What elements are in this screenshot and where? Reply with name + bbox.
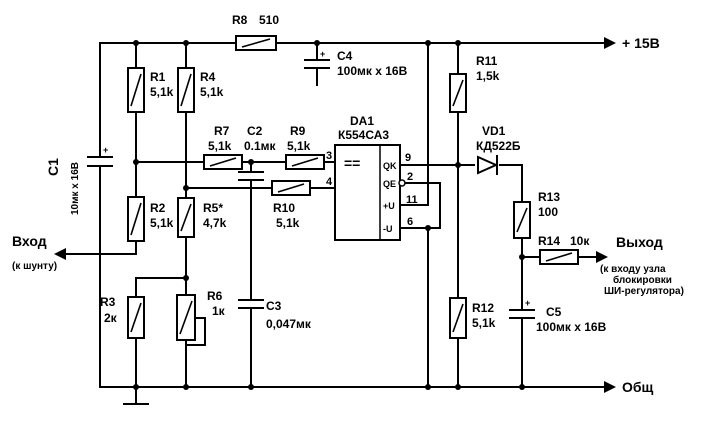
vd1-value: КД522Б: [476, 139, 521, 153]
resistor-r6: [176, 294, 196, 341]
junction-dots: [133, 40, 525, 390]
capacitor-c1: [87, 156, 113, 167]
da1-symbol: ==: [344, 155, 360, 171]
resistor-r14: [539, 249, 579, 265]
da1-pin-label-minus-u: -U: [383, 224, 393, 234]
input-label: Вход: [12, 233, 47, 249]
r1-value: 5,1k: [150, 85, 174, 99]
r5-value: 4,7k: [203, 216, 227, 230]
c3-value: 0,047мк: [266, 317, 312, 331]
c5-polarity-mark: +: [525, 298, 530, 308]
diode-vd1: [477, 155, 499, 175]
r2-name: R2: [150, 201, 166, 215]
da1-pin-label-qe: QE: [383, 179, 396, 189]
capacitor-c5: [509, 309, 535, 319]
output-note-line-2: блокировки: [613, 274, 672, 286]
input-note: (к шунту): [12, 261, 57, 272]
r10-name: R10: [273, 201, 295, 215]
terminal-arrows: [54, 37, 616, 393]
resistor-r5: [177, 197, 195, 238]
da1-pin-label-plus-u: +U: [383, 201, 395, 211]
c2-name: C2: [247, 124, 263, 138]
r8-value: 510: [259, 13, 279, 27]
c1-polarity-mark: +: [103, 145, 108, 155]
capacitor-c2: [238, 171, 264, 181]
r5-name: R5*: [203, 201, 223, 215]
resistor-r4: [177, 67, 195, 113]
r6-value: 1к: [212, 304, 226, 318]
r12-name: R12: [472, 301, 494, 315]
da1-value: К554СА3: [338, 128, 389, 142]
da1-pin-4: 4: [326, 176, 333, 188]
resistor-r7: [203, 154, 243, 170]
r14-value: 10к: [570, 234, 590, 248]
r3-value: 2к: [104, 311, 118, 325]
resistor-r2: [127, 196, 145, 242]
resistor-r10: [271, 180, 311, 196]
c4-value: 100мк х 16В: [337, 64, 408, 78]
supply-label: + 15В: [622, 35, 660, 51]
output-arrow-icon: [596, 251, 608, 263]
resistor-r11: [449, 73, 467, 113]
r9-name: R9: [290, 124, 306, 138]
c1-name: C1: [45, 158, 61, 176]
da1-pin-11: 11: [406, 194, 418, 206]
r9-value: 5,1k: [287, 139, 311, 153]
c4-name: C4: [337, 49, 353, 63]
vd1-name: VD1: [482, 124, 506, 138]
resistor-r13: [513, 201, 531, 239]
r10-value: 5,1k: [276, 216, 300, 230]
resistor-r3: [127, 296, 145, 339]
r2-value: 5,1k: [150, 216, 174, 230]
da1-pin-label-qk: QK: [383, 161, 397, 171]
r12-value: 5,1k: [472, 316, 496, 330]
r7-value: 5,1k: [208, 139, 232, 153]
c5-name: C5: [546, 305, 562, 319]
comparator-da1: [334, 144, 406, 241]
r3-name: R3: [100, 295, 116, 309]
c2-value: 0.1мк: [244, 139, 277, 153]
da1-pin-6: 6: [407, 216, 413, 228]
resistor-r8: [235, 35, 277, 51]
da1-pin-3: 3: [326, 150, 332, 162]
output-note-line-1: (к входу узла: [600, 264, 666, 275]
ground-label: Общ: [622, 379, 654, 395]
c1-value: 10мк х 16В: [70, 162, 81, 215]
c4-polarity-mark: +: [320, 49, 325, 59]
r4-value: 5,1k: [200, 85, 224, 99]
capacitor-c4: [304, 59, 330, 69]
resistor-r12: [449, 297, 467, 339]
r13-value: 100: [538, 205, 558, 219]
r1-name: R1: [150, 70, 166, 84]
resistor-r9: [285, 154, 325, 170]
da1-name: DA1: [350, 114, 374, 128]
output-note-line-3: ШИ-регулятора): [604, 286, 684, 297]
r7-name: R7: [214, 124, 230, 138]
resistor-r1: [127, 67, 145, 113]
r6-name: R6: [207, 289, 223, 303]
da1-pin-2: 2: [407, 171, 413, 183]
ground-arrow-icon: [604, 381, 616, 393]
r4-name: R4: [200, 70, 216, 84]
c5-value: 100мк х 16В: [536, 320, 607, 334]
r11-value: 1,5k: [476, 69, 500, 83]
da1-pin-9: 9: [405, 152, 411, 164]
supply-arrow-icon: [604, 37, 616, 49]
c3-name: C3: [266, 299, 282, 313]
r14-name: R14: [538, 234, 560, 248]
r13-name: R13: [538, 190, 560, 204]
capacitor-c3: [238, 299, 264, 309]
input-arrow-icon: [54, 248, 66, 260]
r8-name: R8: [232, 13, 248, 27]
r11-name: R11: [476, 54, 498, 68]
output-label: Выход: [616, 234, 663, 250]
